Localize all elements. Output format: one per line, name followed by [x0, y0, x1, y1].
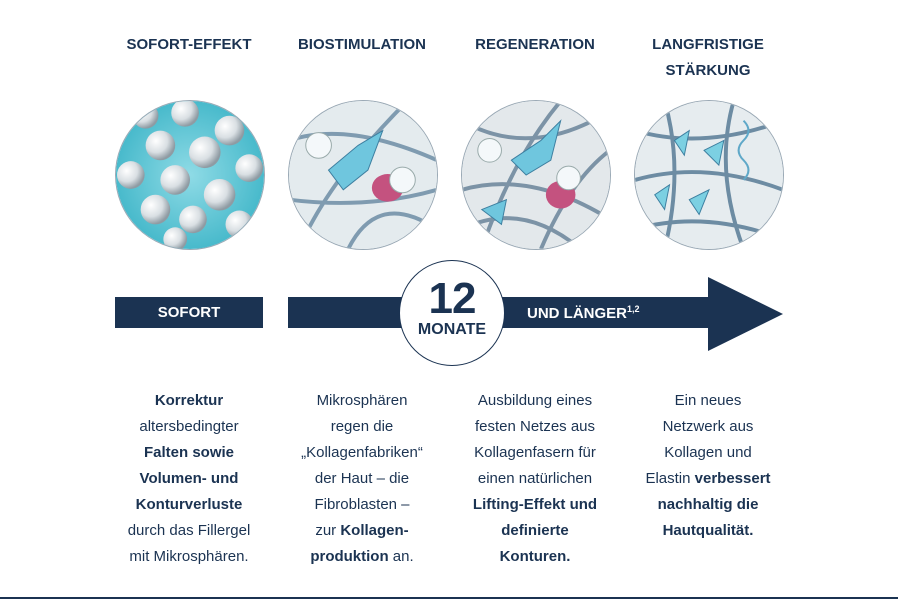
- description-line: Ein neues: [622, 388, 794, 414]
- months-unit: MONATE: [417, 321, 487, 338]
- text: Netzwerk aus: [662, 418, 754, 435]
- description-line: nachhaltig die: [622, 492, 794, 518]
- bold-text: Hautqualität.: [662, 522, 754, 539]
- bold-text: Volumen- und: [139, 470, 239, 487]
- description-line: mit Mikrosphären.: [103, 544, 275, 570]
- description-line: Kollagenfasern für: [449, 440, 621, 466]
- fibroblast-stimulation-icon: [288, 100, 438, 250]
- description-line: Fibroblasten –: [276, 492, 448, 518]
- text: Ein neues: [674, 392, 742, 409]
- description-line: Lifting-Effekt und: [449, 492, 621, 518]
- bold-text: Korrektur: [154, 392, 224, 409]
- arrow-head-icon: [708, 277, 783, 351]
- description-line: Netzwerk aus: [622, 414, 794, 440]
- text: Kollagenfasern für: [474, 444, 596, 461]
- description-line: definierte: [449, 518, 621, 544]
- bold-text: Falten sowie: [143, 444, 235, 461]
- text: altersbedingter: [139, 418, 239, 435]
- text: Kollagen und: [664, 444, 752, 461]
- text: Fibroblasten –: [314, 496, 410, 513]
- description-line: Falten sowie: [103, 440, 275, 466]
- text: Ausbildung eines: [477, 392, 593, 409]
- description-line: festen Netzes aus: [449, 414, 621, 440]
- text: Elastin: [645, 470, 695, 487]
- later-label: UND LÄNGER1,2: [527, 304, 640, 322]
- sofort-label: SOFORT: [157, 304, 221, 321]
- description-line: Hautqualität.: [622, 518, 794, 544]
- bold-text: nachhaltig die: [657, 496, 759, 513]
- description-line: der Haut – die: [276, 466, 448, 492]
- description-line: „Kollagenfabriken“: [276, 440, 448, 466]
- description-line: Kollagen und: [622, 440, 794, 466]
- later-text: UND LÄNGER: [527, 305, 627, 322]
- description-line: Mikrosphären: [276, 388, 448, 414]
- description-col-1: Mikrosphären regen die „Kollagenfabriken“ d…: [276, 388, 448, 570]
- bold-text: Konturen.: [499, 548, 571, 565]
- description-line: Konturverluste: [103, 492, 275, 518]
- description-line: durch das Fillergel: [103, 518, 275, 544]
- text: durch das Fillergel: [127, 522, 251, 539]
- description-line: einen natürlichen: [449, 466, 621, 492]
- description-line: Korrektur: [103, 388, 275, 414]
- heading-regeneration: REGENERATION: [475, 36, 595, 53]
- text: regen die: [330, 418, 394, 435]
- text: festen Netzes aus: [474, 418, 596, 435]
- text: an.: [388, 548, 414, 565]
- text: mit Mikrosphären.: [129, 548, 249, 565]
- bold-text: produktion: [310, 548, 389, 565]
- bold-text: Konturverluste: [135, 496, 243, 513]
- months-number: 12: [428, 274, 477, 323]
- text: zur: [315, 522, 341, 539]
- filler-microspheres-icon: [115, 100, 265, 250]
- sofort-bar: SOFORT: [115, 297, 263, 328]
- bold-text: definierte: [501, 522, 569, 539]
- description-line: altersbedingter: [103, 414, 275, 440]
- text: Mikrosphären: [316, 392, 408, 409]
- collagen-network-icon: [461, 100, 611, 250]
- collagen-elastin-network-icon: [634, 100, 784, 250]
- months-badge: 12 MONATE: [399, 260, 505, 366]
- description-line: Ausbildung eines: [449, 388, 621, 414]
- description-line: zur Kollagen-: [276, 518, 448, 544]
- heading-line: LANGFRISTIGE: [652, 36, 764, 53]
- description-line: Konturen.: [449, 544, 621, 570]
- text: der Haut – die: [314, 470, 410, 487]
- heading-sofort-effekt: SOFORT-EFFEKT: [126, 36, 252, 53]
- description-line: Elastin verbessert: [622, 466, 794, 492]
- heading-line: STÄRKUNG: [665, 62, 751, 79]
- text: „Kollagenfabriken“: [301, 444, 423, 461]
- bold-text: Lifting-Effekt und: [472, 496, 598, 513]
- bold-text: Kollagen-: [340, 522, 409, 539]
- bold-text: verbessert: [694, 470, 771, 487]
- description-line: produktion an.: [276, 544, 448, 570]
- heading-langfristige-staerkung: LANGFRISTIGE STÄRKUNG: [618, 32, 798, 84]
- text: einen natürlichen: [477, 470, 593, 487]
- footnote-ref: 1,2: [627, 304, 640, 314]
- heading-biostimulation: BIOSTIMULATION: [297, 36, 427, 53]
- description-line: regen die: [276, 414, 448, 440]
- description-line: Volumen- und: [103, 466, 275, 492]
